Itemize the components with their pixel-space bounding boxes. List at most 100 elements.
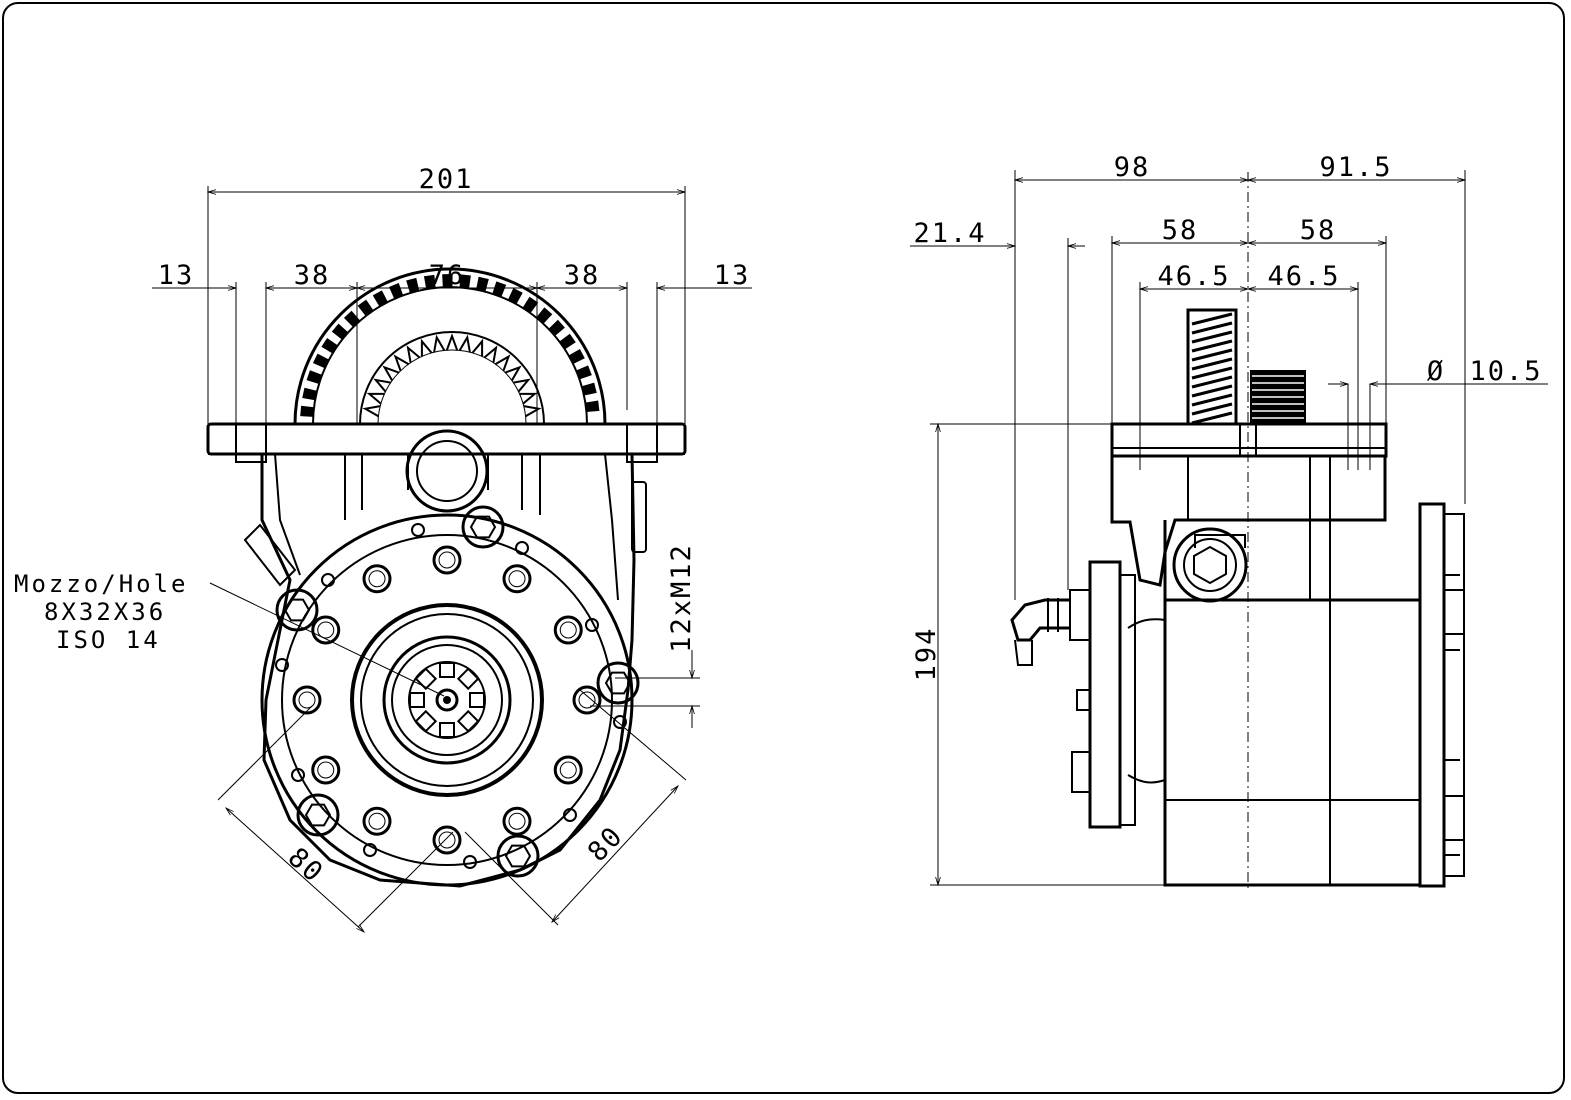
- hex-bolt-head: [283, 598, 311, 622]
- gear-tooth: [442, 274, 453, 288]
- gear-tooth: [362, 405, 381, 418]
- gear-tooth: [522, 296, 539, 314]
- threaded-hole: [311, 755, 341, 785]
- threaded-hole: [502, 564, 532, 594]
- hex-bolt-head: [604, 671, 632, 695]
- dim-text-58-left: 58: [1162, 215, 1199, 246]
- hub-spline: [439, 722, 455, 738]
- threaded-hole-inner: [559, 761, 577, 779]
- dim-flange-halves: 58 58: [1110, 215, 1388, 424]
- gear-tooth: [300, 405, 315, 417]
- threaded-hole-inner: [368, 812, 386, 830]
- dim-side-widths: 98 91.5: [1013, 152, 1467, 600]
- hub-spline: [414, 709, 438, 733]
- dim-text-194: 194: [911, 627, 942, 682]
- dim-diagonal-right: 80: [464, 689, 687, 926]
- gear-tooth: [504, 365, 522, 382]
- helical-tooth: [1191, 339, 1233, 353]
- threaded-hole: [362, 806, 392, 836]
- helical-tooth: [1191, 375, 1233, 389]
- gear-tooth: [548, 319, 565, 336]
- threaded-hole: [311, 615, 341, 645]
- dim-text-13-right: 13: [714, 260, 751, 291]
- threaded-hole-inner: [508, 812, 526, 830]
- gear-tooth: [459, 274, 471, 289]
- dim-text-201: 201: [419, 164, 474, 195]
- helical-tooth: [1191, 411, 1233, 425]
- gear-tooth: [406, 345, 421, 363]
- gear-tooth: [576, 365, 592, 380]
- hub-spline: [456, 709, 480, 733]
- threaded-hole-inner: [368, 570, 386, 588]
- helical-tooth: [1191, 402, 1233, 416]
- hub-spline: [456, 667, 480, 691]
- hex-bolt-washer: [596, 661, 640, 705]
- dim-text-38-left: 38: [294, 260, 331, 291]
- helical-tooth: [1191, 348, 1233, 362]
- gear-tooth: [306, 370, 323, 384]
- gear-tooth: [357, 299, 374, 317]
- splined-shaft-helical: [1186, 308, 1238, 426]
- rim-stud: [321, 573, 335, 587]
- gear-tooth: [312, 353, 330, 369]
- dim-text-91-5: 91.5: [1319, 152, 1392, 183]
- hub-spline: [469, 692, 485, 708]
- hex-bolt-washer: [275, 588, 319, 632]
- side-view: 98 91.5 21.4 58 58 46.5 46.5: [910, 152, 1548, 890]
- rim-stud: [515, 541, 529, 555]
- gear-tooth: [536, 307, 553, 324]
- gear-tooth: [445, 333, 459, 351]
- threaded-hole-inner: [317, 621, 335, 639]
- dim-text-46-5-right: 46.5: [1267, 261, 1340, 292]
- helical-tooth: [1191, 330, 1233, 344]
- gear-tooth: [366, 392, 385, 405]
- threaded-hole-inner: [438, 831, 456, 849]
- hex-bolt-head: [304, 803, 332, 827]
- dim-text-21-4: 21.4: [913, 218, 986, 249]
- hub-label-line2: 8X32X36: [44, 598, 166, 626]
- rim-stud: [411, 523, 425, 537]
- dim-text-dia-symbol: Ø: [1427, 356, 1445, 387]
- dim-text-13-left: 13: [158, 260, 195, 291]
- large-gear: [293, 267, 607, 425]
- dim-diagonal-left: 80: [217, 705, 454, 933]
- gear-tooth: [406, 277, 420, 293]
- threaded-hole: [432, 825, 462, 855]
- threaded-hole: [362, 564, 392, 594]
- dim-text-76: 76: [429, 260, 466, 291]
- threaded-hole-inner: [559, 621, 577, 639]
- helical-tooth: [1191, 357, 1233, 371]
- dim-text-80-left: 80: [282, 842, 330, 889]
- gear-tooth: [519, 392, 538, 405]
- dim-bolt-halves: 46.5 46.5: [1138, 261, 1360, 470]
- side-mounting-flange: [1110, 422, 1388, 458]
- threaded-hole: [502, 806, 532, 836]
- gear-tooth: [393, 354, 410, 372]
- gear-tooth: [433, 334, 446, 353]
- rim-stud: [585, 618, 599, 632]
- dim-text-58-right: 58: [1300, 215, 1337, 246]
- dim-text-38-right: 38: [564, 260, 601, 291]
- dim-text-80-right: 80: [582, 820, 630, 868]
- gear-tooth: [585, 400, 600, 413]
- helical-tooth: [1191, 384, 1233, 398]
- threaded-hole: [553, 755, 583, 785]
- gear-tooth: [476, 276, 489, 292]
- gear-tooth: [321, 337, 338, 354]
- helical-tooth: [1191, 321, 1233, 335]
- dim-text-98: 98: [1114, 152, 1151, 183]
- gear-tooth: [568, 349, 585, 364]
- hub-label-line1: Mozzo/Hole: [14, 570, 189, 598]
- hex-bolt-head: [504, 844, 532, 868]
- rim-stud: [613, 715, 627, 729]
- threaded-hole: [553, 615, 583, 645]
- dim-text-46-5-left: 46.5: [1157, 261, 1230, 292]
- gear-tooth: [372, 290, 388, 307]
- gear-tooth: [382, 365, 400, 382]
- hub-spline: [409, 692, 425, 708]
- rim-stud: [463, 855, 477, 869]
- gear-tooth: [507, 288, 523, 305]
- splined-shaft-straight: [1250, 370, 1306, 424]
- hex-bolt-washer: [496, 834, 540, 878]
